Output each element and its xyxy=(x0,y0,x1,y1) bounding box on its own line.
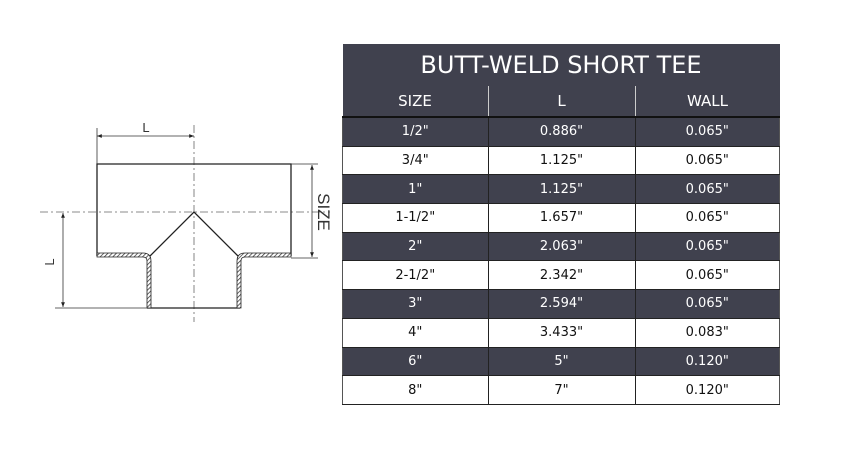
cell-l: 5" xyxy=(487,347,635,377)
cell-wall: 0.065" xyxy=(634,174,780,205)
table-row: 8"7"0.120" xyxy=(342,375,780,405)
cell-l: 2.063" xyxy=(487,232,635,262)
dimensions-table: BUTT-WELD SHORT TEE SIZE L WALL 1/2"0.88… xyxy=(342,44,780,405)
cell-wall: 0.065" xyxy=(634,203,780,233)
cell-size: 4" xyxy=(342,318,488,348)
cell-l: 0.886" xyxy=(487,117,635,147)
cell-size: 6" xyxy=(342,347,488,377)
cell-wall: 0.065" xyxy=(634,146,780,176)
cell-l: 3.433" xyxy=(487,318,635,348)
table-row: 2-1/2"2.342"0.065" xyxy=(342,260,780,291)
cell-size: 1-1/2" xyxy=(342,203,488,233)
cell-wall: 0.065" xyxy=(634,117,780,147)
cell-size: 3/4" xyxy=(342,146,488,176)
cell-wall: 0.120" xyxy=(634,347,780,377)
table-row: 3/4"1.125"0.065" xyxy=(342,146,780,176)
dimension-lines xyxy=(55,128,318,309)
header-wall: WALL xyxy=(634,86,780,118)
table-row: 6"5"0.120" xyxy=(342,347,780,377)
cell-size: 1/2" xyxy=(342,117,488,147)
table-title: BUTT-WELD SHORT TEE xyxy=(342,44,780,86)
cell-l: 2.342" xyxy=(487,260,635,291)
cell-size: 1" xyxy=(342,174,488,205)
cell-l: 1.125" xyxy=(487,174,635,205)
table-row: 2"2.063"0.065" xyxy=(342,232,780,262)
cell-wall: 0.065" xyxy=(634,260,780,291)
dim-top-label: L xyxy=(142,120,149,135)
cell-size: 8" xyxy=(342,375,488,405)
table-row: 1-1/2"1.657"0.065" xyxy=(342,203,780,233)
table-row: 1"1.125"0.065" xyxy=(342,174,780,205)
cell-size: 2" xyxy=(342,232,488,262)
table-row: 4"3.433"0.083" xyxy=(342,318,780,348)
cell-l: 2.594" xyxy=(487,289,635,319)
cell-wall: 0.065" xyxy=(634,232,780,262)
cell-l: 1.125" xyxy=(487,146,635,176)
dim-size-label: SIZE xyxy=(314,193,333,231)
cell-size: 3" xyxy=(342,289,488,319)
table-row: 1/2"0.886"0.065" xyxy=(342,117,780,147)
tee-drawing: L L SIZE xyxy=(40,120,333,322)
cell-size: 2-1/2" xyxy=(342,260,488,291)
centerlines xyxy=(40,125,330,322)
table-row: 3"2.594"0.065" xyxy=(342,289,780,319)
cell-wall: 0.120" xyxy=(634,375,780,405)
cell-wall: 0.065" xyxy=(634,289,780,319)
tee-outline xyxy=(96,163,292,309)
cell-wall: 0.083" xyxy=(634,318,780,348)
header-l: L xyxy=(487,86,635,118)
cell-l: 1.657" xyxy=(487,203,635,233)
dim-left-label: L xyxy=(42,258,57,265)
cell-l: 7" xyxy=(487,375,635,405)
header-size: SIZE xyxy=(342,86,488,118)
